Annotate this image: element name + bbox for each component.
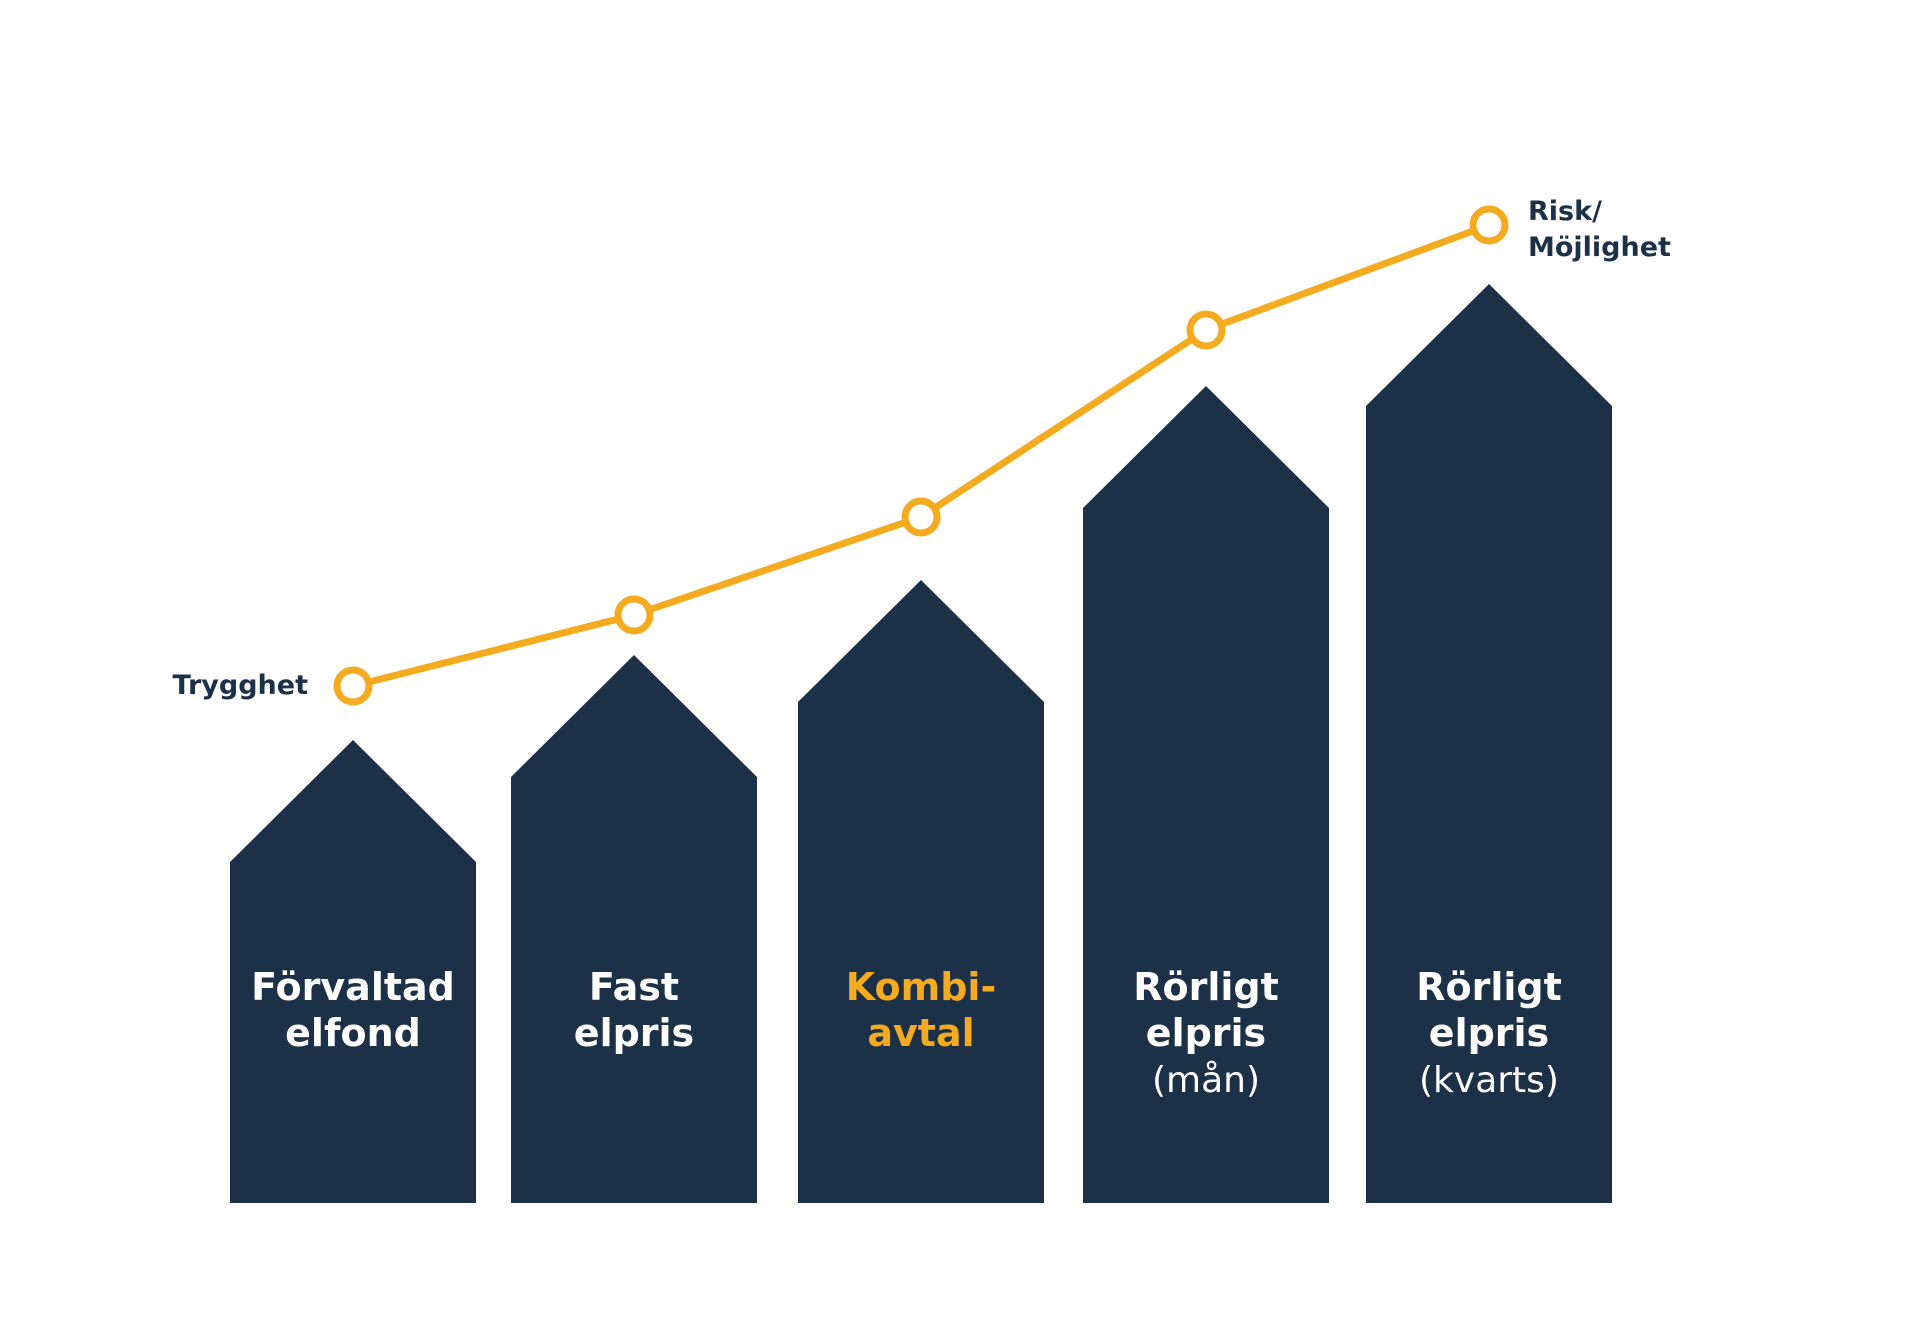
bar-5-sublabel: (kvarts) [1419, 1060, 1559, 1101]
bar-4-label-line-2: elpris [1146, 1011, 1266, 1055]
bar-5 [1366, 284, 1612, 1203]
bar-3-label-line-1: Kombi- [846, 965, 996, 1009]
trend-marker-2 [614, 595, 654, 635]
bar-1 [230, 740, 476, 1203]
trend-marker-4 [1186, 310, 1226, 350]
bar-4-sublabel: (mån) [1152, 1060, 1260, 1101]
trend-line-group [333, 205, 1509, 706]
bar-5-label-line-2: elpris [1429, 1011, 1549, 1055]
bar-1-label-line-1: Förvaltad [251, 965, 455, 1009]
bar-3 [798, 580, 1044, 1203]
end-label-line-2: Möjlighet [1528, 232, 1671, 263]
bar-2-label-line-2: elpris [574, 1011, 694, 1055]
bar-5-label-line-1: Rörligt [1416, 965, 1562, 1009]
bar-2 [511, 655, 757, 1203]
end-label-line-1: Risk/ [1528, 196, 1602, 227]
bar-4-label-line-1: Rörligt [1133, 965, 1279, 1009]
bar-3-label-line-2: avtal [867, 1011, 974, 1055]
bar-4 [1083, 386, 1329, 1203]
bar-1-label-line-2: elfond [285, 1011, 421, 1055]
trend-marker-1 [333, 666, 373, 706]
bar-2-label-line-1: Fast [589, 965, 679, 1009]
trend-marker-5 [1469, 205, 1509, 245]
start-label: Trygghet [173, 670, 309, 701]
bars-group: FörvaltadelfondFastelprisKombi-avtalRörl… [230, 284, 1612, 1203]
trend-marker-3 [901, 497, 941, 537]
